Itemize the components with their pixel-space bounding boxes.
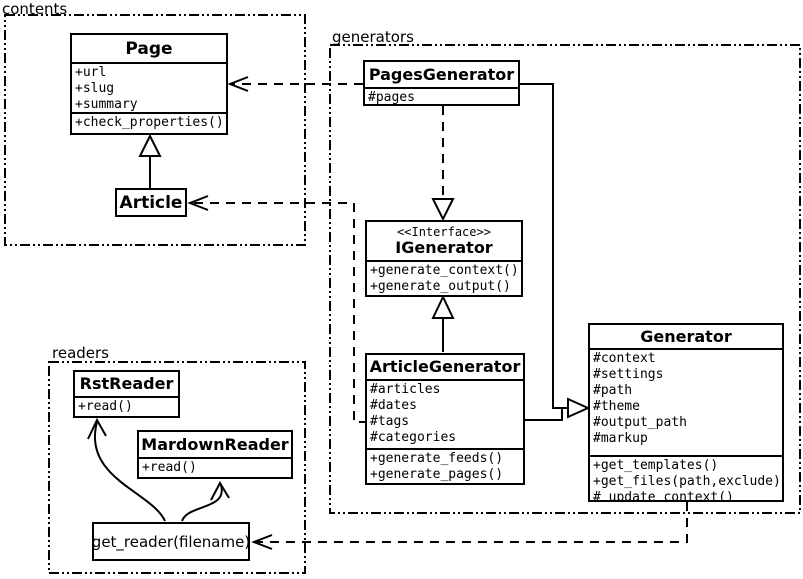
package-border-contents (4, 14, 306, 246)
class-method: +generate_output() (370, 279, 511, 294)
class-attribute: #output_path (593, 415, 687, 430)
class-attribute: #categories (370, 430, 457, 445)
class-attribute: +summary (75, 97, 138, 112)
open-arrowhead-icon (227, 76, 249, 92)
class-method: +check_properties() (75, 115, 224, 130)
methods-compartment: +check_properties() (72, 112, 226, 133)
class-attribute: #tags (370, 414, 410, 429)
attributes-compartment: #articles #dates #tags #categories (367, 379, 523, 448)
open-arrowhead-icon (210, 480, 230, 501)
association-curve-getreader-mardownreader (181, 484, 223, 522)
open-arrowhead-icon (251, 534, 273, 550)
class-attribute: +url (75, 65, 107, 80)
inheritance-line-articlegenerator-generator (524, 408, 563, 421)
class-title: Generator (640, 326, 732, 346)
class-title-text: IGenerator (395, 238, 493, 257)
class-attribute: #path (593, 383, 633, 398)
class-pagesgenerator: PagesGenerator #pages (363, 60, 520, 106)
class-title: Article (119, 192, 183, 213)
class-article: Article (115, 188, 187, 217)
inheritance-triangle-generator (567, 397, 591, 419)
class-articlegenerator: ArticleGenerator #articles #dates #tags … (365, 353, 525, 485)
class-attribute: #markup (593, 431, 648, 446)
class-method: #_update_context() (593, 490, 734, 500)
methods-compartment: +get_templates() +get_files(path,exclude… (590, 455, 782, 500)
attributes-compartment: +url +slug +summary (72, 62, 226, 112)
class-title: Page (125, 38, 173, 59)
association-curve-getreader-rstreader (93, 421, 166, 522)
inheritance-triangle-articlegenerator-igenerator (431, 294, 455, 319)
class-method: +get_templates() (593, 458, 719, 473)
package-label-generators: generators (332, 28, 414, 46)
inheritance-line-pagesgenerator-generator (519, 83, 568, 409)
methods-compartment: +read() (75, 396, 178, 416)
dependency-line-generator-getreader (257, 502, 688, 543)
class-page: Page +url +slug +summary +check_properti… (70, 33, 228, 135)
class-title: ArticleGenerator (369, 357, 521, 376)
class-attribute: #dates (370, 398, 417, 413)
attributes-compartment: #context #settings #path #theme #output_… (590, 348, 782, 455)
class-title: <<Interface>> IGenerator (367, 222, 521, 260)
class-generator: Generator #context #settings #path #them… (588, 323, 784, 502)
class-attribute: #theme (593, 399, 640, 414)
class-title: RstReader (79, 374, 174, 393)
class-method: +generate_context() (370, 263, 519, 278)
class-method: +get_files(path,exclude) (593, 474, 781, 489)
class-rstreader: RstReader +read() (73, 370, 180, 418)
class-mardownreader: MardownReader +read() (137, 430, 293, 479)
class-attribute: #context (593, 351, 656, 366)
inheritance-triangle-article-page (138, 133, 162, 157)
realization-triangle-pagesgenerator-igenerator (431, 198, 455, 222)
class-method: +generate_pages() (370, 467, 504, 482)
class-method: +read() (142, 460, 197, 475)
open-arrowhead-icon (187, 195, 209, 211)
class-title: PagesGenerator (368, 64, 515, 84)
methods-compartment: +generate_feeds() +generate_pages() (367, 448, 523, 483)
stereotype-label: <<Interface>> (397, 225, 491, 239)
class-attribute: #settings (593, 367, 664, 382)
attributes-compartment: #pages (365, 87, 518, 104)
class-igenerator: <<Interface>> IGenerator +generate_conte… (365, 220, 523, 297)
methods-compartment: +generate_context() +generate_output() (367, 260, 521, 295)
package-border-generators (329, 44, 801, 514)
dependency-line-articlegenerator-article (193, 202, 368, 423)
package-label-readers: readers (52, 344, 109, 362)
package-border-readers (48, 361, 306, 574)
class-title: MardownReader (141, 434, 289, 454)
methods-compartment: +read() (139, 457, 291, 477)
class-attribute: +slug (75, 81, 115, 96)
class-attribute: #articles (370, 382, 441, 397)
open-arrowhead-icon (87, 417, 107, 440)
package-label-contents: contents (2, 0, 68, 18)
class-method: +read() (78, 399, 133, 414)
class-attribute: #pages (368, 90, 415, 104)
function-get-reader: get_reader(filename) (92, 522, 250, 561)
class-method: +generate_feeds() (370, 451, 504, 466)
